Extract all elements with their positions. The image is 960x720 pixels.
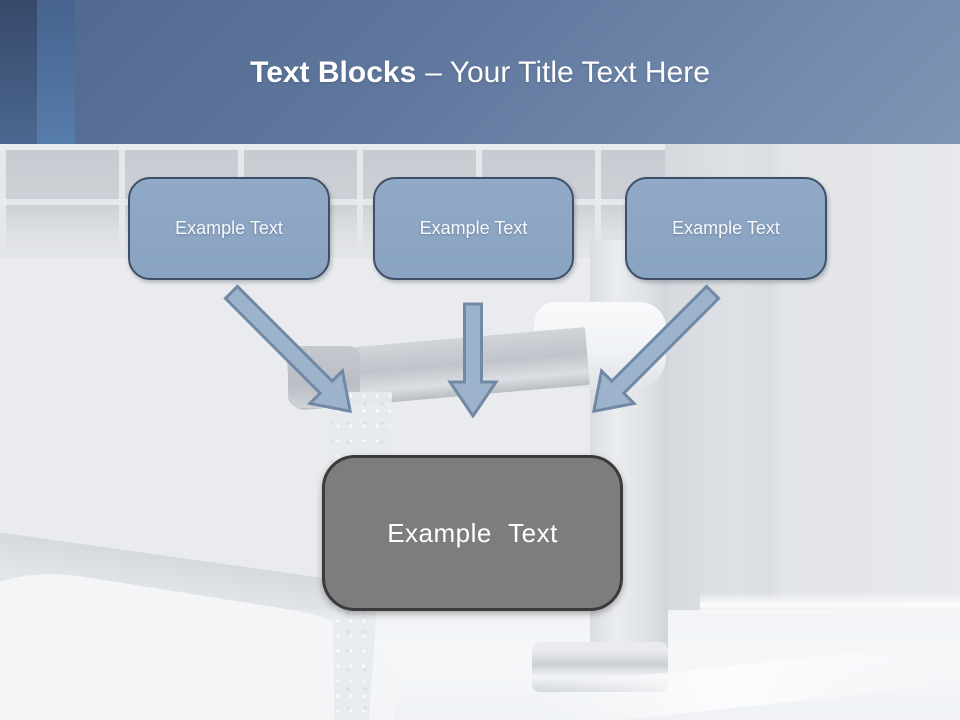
header-band: Text Blocks – Your Title Text Here [0, 0, 960, 144]
text-block-2-label: Example Text [419, 218, 528, 238]
photo-counter-edge [700, 592, 960, 614]
slide-title-bold: Text Blocks [250, 56, 417, 89]
slide-title-regular: – Your Title Text Here [425, 56, 710, 89]
left-accent-bar-mid [37, 0, 75, 144]
text-block-2: Example Text [373, 177, 574, 280]
text-block-1-label: Example Text [175, 218, 283, 238]
left-accent-bar-dark [0, 0, 37, 144]
center-text-block: Example Text [322, 455, 623, 611]
text-block-3: Example Text [625, 177, 827, 280]
slide-title: Text Blocks – Your Title Text Here [0, 55, 960, 91]
text-block-1: Example Text [128, 177, 330, 280]
text-block-3-label: Example Text [672, 218, 780, 238]
center-text-block-label: Example Text [387, 517, 558, 548]
arrow-diagonal-down-left-icon [568, 266, 739, 437]
arrow-diagonal-down-right-icon [205, 266, 376, 437]
arrow-down-icon [438, 302, 508, 418]
